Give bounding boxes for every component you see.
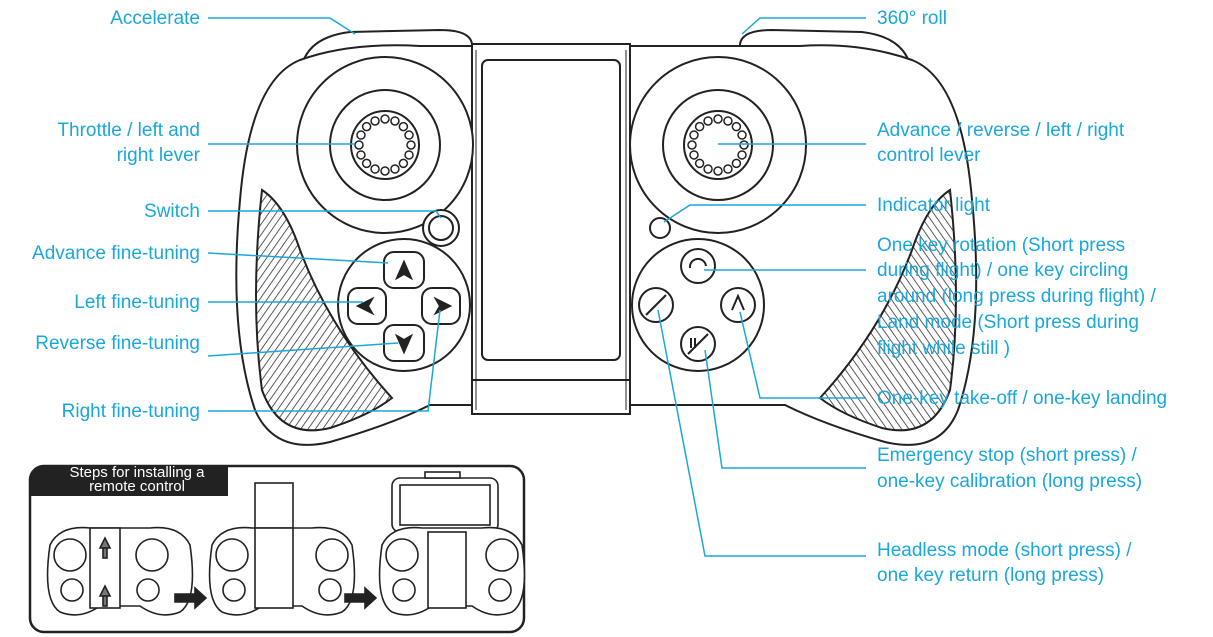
- line-indicator: [663, 204, 866, 223]
- steps-title-line1: Steps for installing a: [69, 464, 205, 481]
- line-emergency: [704, 349, 866, 469]
- joystick-grip-dot: [406, 140, 416, 150]
- step-3-controller: [378, 471, 526, 616]
- step-2-controller: [208, 482, 356, 616]
- label-rotation-line1: One key rotation (Short press: [877, 235, 1126, 256]
- joystick-grip-dot: [694, 121, 705, 132]
- joystick-grip-dot: [361, 121, 372, 132]
- joystick-grip-dot: [737, 150, 747, 160]
- indicator-light: [649, 217, 671, 239]
- joystick-grip-dot: [723, 164, 733, 174]
- joystick-grip-dot: [356, 130, 366, 140]
- joystick-grip-dot: [694, 158, 705, 169]
- joystick-grip-dot: [361, 158, 372, 169]
- joystick-grip-dot: [687, 140, 697, 150]
- joystick-grip-dot: [390, 164, 400, 174]
- line-takeoff: [739, 311, 866, 399]
- joystick-grip-dot: [739, 140, 749, 150]
- label-advance-lever-line2: control lever: [877, 145, 981, 166]
- label-rotation-line4: Land mode (Short press during: [877, 312, 1139, 333]
- joystick-grip-dot: [404, 150, 414, 160]
- joystick-grip-dot: [713, 166, 723, 176]
- label-switch: Switch: [144, 201, 200, 222]
- joystick-grip-dot: [689, 130, 699, 140]
- step-illustrations: [46, 471, 526, 616]
- label-headless-line2: one key return (long press): [877, 565, 1105, 586]
- joystick-grip-dot: [356, 150, 366, 160]
- joystick-grip-dot: [737, 130, 747, 140]
- joystick-grip-dot: [398, 158, 409, 169]
- label-right-fine-tuning: Right fine-tuning: [61, 401, 200, 422]
- line-accelerate: [208, 17, 356, 35]
- action-buttons: [638, 248, 756, 362]
- joystick-grip-dot: [370, 116, 380, 126]
- label-throttle-line1: Throttle / left and: [57, 120, 200, 141]
- line-roll: [741, 17, 866, 35]
- joystick-grip-dot: [713, 114, 723, 124]
- joystick-grip-dot: [370, 164, 380, 174]
- right-joystick-dots: [687, 114, 749, 176]
- label-advance-lever-line1: Advance / reverse / left / right: [877, 120, 1125, 141]
- label-left-fine-tuning: Left fine-tuning: [74, 292, 200, 313]
- label-rotation-line2: during flight) / one key circling: [877, 260, 1129, 281]
- joystick-grip-dot: [404, 130, 414, 140]
- label-reverse-fine-tuning: Reverse fine-tuning: [35, 333, 200, 354]
- line-reverse-fine: [207, 342, 399, 357]
- joystick-grip-dot: [390, 116, 400, 126]
- left-grip-texture: [255, 188, 394, 432]
- controller: [235, 28, 978, 446]
- label-indicator-light: Indicator light: [877, 195, 991, 216]
- line-right-fine: [208, 309, 441, 412]
- label-360-roll: 360° roll: [877, 8, 947, 29]
- joystick-grip-dot: [380, 114, 390, 124]
- joystick-grip-dot: [398, 121, 409, 132]
- line-headless: [657, 309, 866, 557]
- label-accelerate: Accelerate: [110, 8, 200, 29]
- right-grip-texture: [818, 188, 957, 432]
- joystick-grip-dot: [354, 140, 364, 150]
- label-rotation-line3: around (long press during flight) /: [877, 286, 1156, 307]
- right-joystick: [629, 56, 807, 234]
- label-headless-line1: Headless mode (short press) /: [877, 540, 1132, 561]
- power-switch: [422, 209, 460, 247]
- dpad-keys: [347, 251, 461, 362]
- left-joystick-dots: [354, 114, 416, 176]
- label-emergency-line1: Emergency stop (short press) /: [877, 445, 1137, 466]
- joystick-grip-dot: [380, 166, 390, 176]
- arrow-1-icon: [174, 586, 208, 610]
- left-joystick: [296, 56, 474, 234]
- joystick-grip-dot: [703, 116, 713, 126]
- joystick-grip-dot: [703, 164, 713, 174]
- joystick-grip-dot: [731, 121, 742, 132]
- label-throttle-line2: right lever: [116, 145, 200, 166]
- joystick-grip-dot: [723, 116, 733, 126]
- line-switch: [208, 210, 442, 219]
- step-1-controller: [46, 526, 194, 616]
- steps-title: Steps for installing a remote control: [42, 464, 232, 496]
- label-emergency-line2: one-key calibration (long press): [877, 471, 1143, 492]
- label-advance-fine-tuning: Advance fine-tuning: [32, 243, 200, 264]
- steps-title-line2: remote control: [89, 478, 185, 495]
- joystick-grip-dot: [689, 150, 699, 160]
- arrow-2-icon: [344, 586, 378, 610]
- line-advance-fine: [207, 252, 389, 264]
- action-buttons-base: [631, 238, 765, 372]
- joystick-grip-dot: [731, 158, 742, 169]
- label-takeoff-landing: One-key take-off / one-key landing: [877, 388, 1168, 409]
- label-rotation-line5: flight while still ): [877, 338, 1011, 359]
- callout-lines: [207, 17, 866, 557]
